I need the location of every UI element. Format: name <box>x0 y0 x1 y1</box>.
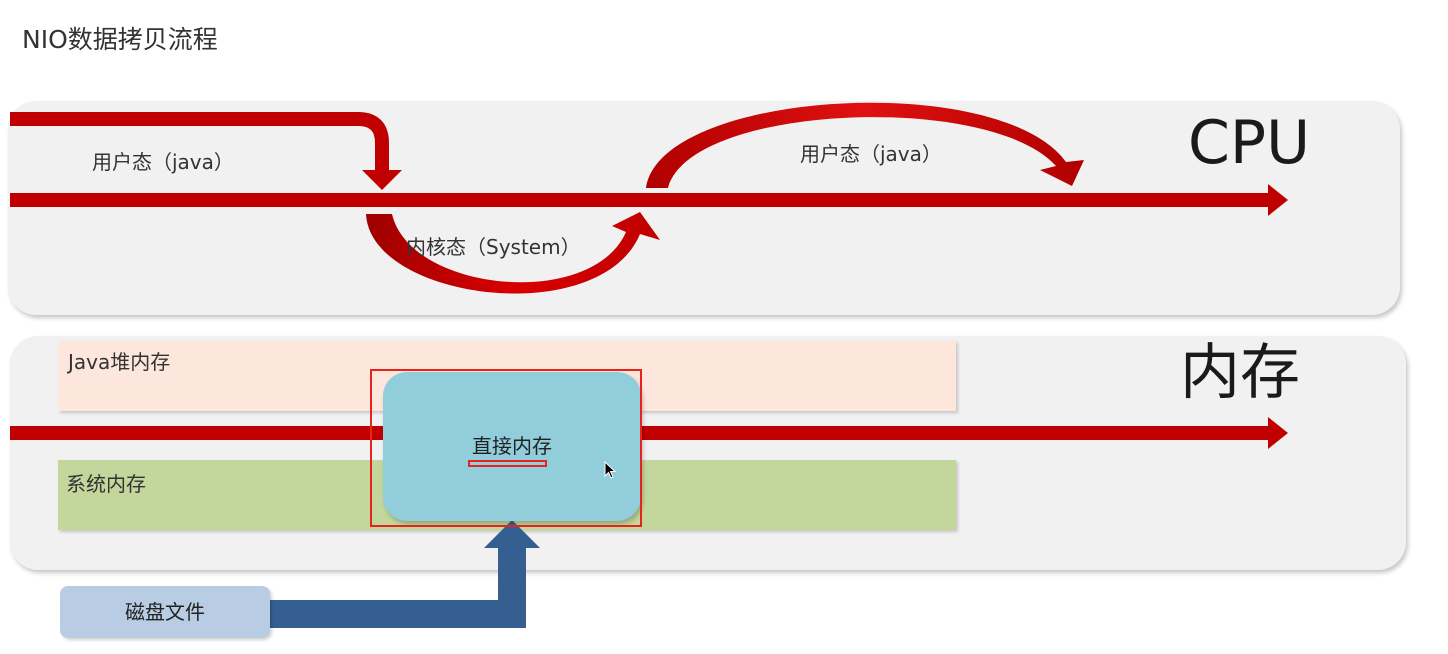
disk-to-direct-arrow <box>270 520 540 628</box>
disk-file-box <box>60 586 270 638</box>
kernel-mode-arrow <box>366 212 660 294</box>
cpu-label: CPU <box>1188 108 1310 178</box>
cpu-main-arrow-shaft <box>10 193 1272 207</box>
user-mode-entry-arrow <box>10 112 389 172</box>
user-mode-entry-arrowhead <box>362 170 402 190</box>
direct-memory-underline-highlight <box>468 460 547 467</box>
direct-memory-label: 直接内存 <box>472 434 552 458</box>
memory-arrow-left-shaft <box>10 426 384 440</box>
user-mode-left-label: 用户态（java） <box>92 150 234 174</box>
disk-file-label: 磁盘文件 <box>125 600 205 624</box>
user-mode-right-label: 用户态（java） <box>800 142 942 166</box>
kernel-mode-label: 内核态（System） <box>406 235 581 259</box>
mouse-cursor-icon <box>604 461 617 479</box>
page-title: NIO数据拷贝流程 <box>22 25 218 54</box>
system-memory-label: 系统内存 <box>66 472 146 496</box>
memory-arrow-right-shaft <box>640 426 1272 440</box>
cpu-main-arrowhead <box>1268 184 1288 216</box>
user-mode-return-arrow <box>646 102 1084 188</box>
memory-label: 内存 <box>1180 338 1300 408</box>
memory-arrowhead <box>1268 417 1288 449</box>
java-heap-label: Java堆内存 <box>68 350 171 374</box>
direct-memory-box <box>383 372 641 521</box>
